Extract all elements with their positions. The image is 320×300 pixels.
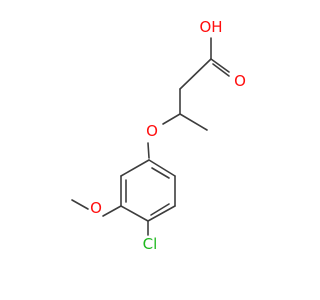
ring-inner-bond-2: [150, 203, 170, 216]
bond-c1-o-double-b: [212, 63, 230, 77]
ring-bond-6: [148, 159, 176, 177]
bond-c3-o: [162, 113, 181, 125]
ether-oxygen-label: O: [146, 122, 158, 140]
bond-o-ring: [147, 142, 150, 159]
bond-c1-c2: [179, 58, 212, 90]
bond-c1-o-double-a: [210, 58, 230, 73]
methoxy-oxygen-label: O: [90, 199, 102, 217]
ring-bond-4: [147, 205, 176, 222]
ring-bond-3: [120, 205, 149, 222]
chlorine-label: Cl: [143, 235, 158, 253]
bond-ring-methoxy-o: [102, 205, 122, 217]
bond-c3-methyl: [179, 113, 208, 131]
ring-bond-1: [120, 159, 150, 177]
structure-diagram: OH O O O Cl: [71, 18, 246, 253]
ring-inner-bond-3: [151, 167, 170, 179]
hydroxyl-label: OH: [199, 18, 222, 36]
bond-methoxy-o-ch3: [71, 199, 89, 210]
carbonyl-oxygen-label: O: [234, 72, 246, 90]
